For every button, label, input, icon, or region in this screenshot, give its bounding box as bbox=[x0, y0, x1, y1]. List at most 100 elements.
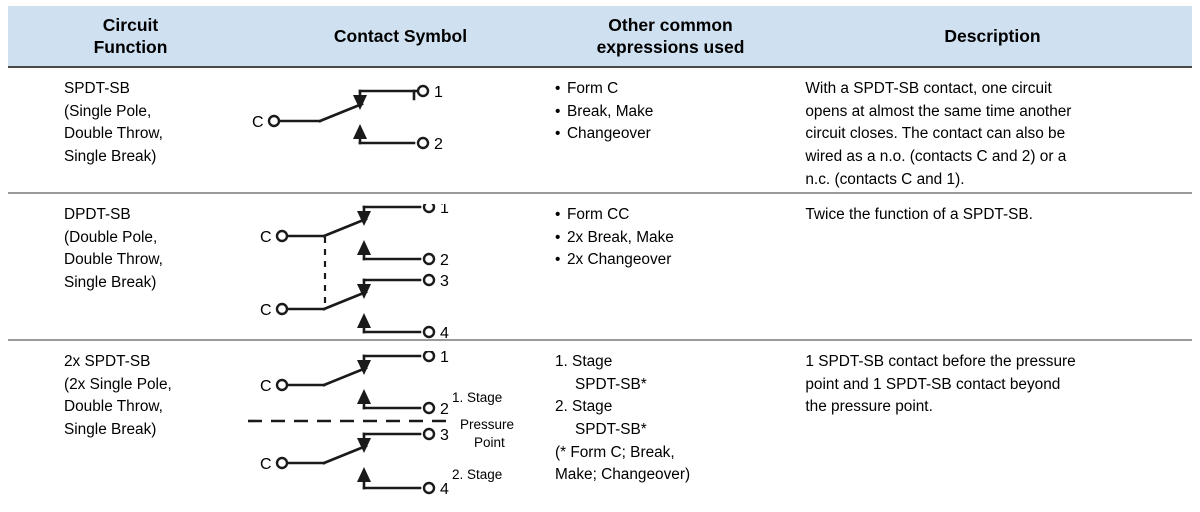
header-line-2: expressions used bbox=[596, 37, 745, 57]
cell-other-expressions: •Form C • Break, Make • Changeover bbox=[543, 68, 793, 192]
expression-item: • 2x Changeover bbox=[555, 249, 793, 272]
description-line: the pressure point. bbox=[805, 398, 933, 416]
function-line: Double Throw, bbox=[64, 251, 163, 269]
expression-label: Break, Make bbox=[566, 102, 654, 120]
terminal-2 bbox=[422, 252, 436, 266]
terminal-label-4: 4 bbox=[440, 325, 449, 339]
header-line-1: Contact Symbol bbox=[333, 25, 468, 46]
bullet-icon: • bbox=[554, 206, 561, 223]
expression-item: • 2x Break, Make bbox=[555, 227, 793, 250]
terminal-2 bbox=[416, 136, 430, 150]
function-line: Single Break) bbox=[64, 273, 157, 291]
expression-item: • Changeover bbox=[555, 123, 793, 146]
table-row: DPDT-SB (Double Pole, Double Throw, Sing… bbox=[8, 194, 1192, 341]
bullet-icon: • bbox=[554, 125, 561, 143]
terminal-label-c: C bbox=[260, 456, 272, 473]
function-line: (2x Single Pole, bbox=[64, 375, 172, 393]
terminal-label-c: C bbox=[260, 378, 272, 395]
expression-item: (* Form C; Break, bbox=[555, 442, 793, 465]
expression-item: • Break, Make bbox=[555, 101, 793, 124]
description-line: 1 SPDT-SB contact before the pressure bbox=[805, 353, 1076, 370]
expression-label: 1. Stage bbox=[554, 353, 613, 370]
terminal-label-1: 1 bbox=[440, 204, 449, 217]
stage-label-2: 2. Stage bbox=[451, 467, 503, 482]
description-line: Twice the function of a SPDT-SB. bbox=[805, 206, 1033, 223]
column-header-contact-symbol: Contact Symbol bbox=[253, 25, 548, 47]
terminal-1 bbox=[416, 84, 430, 98]
expression-label: Changeover bbox=[566, 125, 651, 143]
terminal-label-1: 1 bbox=[440, 351, 449, 366]
cell-circuit-function: SPDT-SB (Single Pole, Double Throw, Sing… bbox=[8, 68, 248, 192]
cell-circuit-function: 2x SPDT-SB (2x Single Pole, Double Throw… bbox=[8, 341, 248, 501]
spdt-sb-diagram: C 1 2 bbox=[252, 84, 443, 153]
function-line: DPDT-SB bbox=[64, 206, 131, 223]
expression-label: Form CC bbox=[566, 206, 630, 223]
terminal-label-4: 4 bbox=[440, 481, 449, 498]
expression-item: 1. Stage bbox=[555, 351, 793, 374]
stage-label-1: 1. Stage bbox=[451, 390, 503, 405]
terminal-3 bbox=[422, 273, 436, 287]
pressure-point-label-line2: Point bbox=[473, 435, 505, 450]
expression-label: 2x Break, Make bbox=[566, 228, 674, 246]
cell-other-expressions: • Form CC • 2x Break, Make • 2x Changeover bbox=[543, 194, 793, 339]
expression-item: SPDT-SB* bbox=[555, 419, 793, 442]
description-line: point and 1 SPDT-SB contact beyond bbox=[805, 375, 1061, 393]
table-header-row: Circuit Function Contact Symbol Other co… bbox=[8, 6, 1192, 68]
function-line: (Double Pole, bbox=[64, 228, 158, 246]
expression-item: Make; Changeover) bbox=[555, 464, 793, 487]
expression-item: 2. Stage bbox=[555, 396, 793, 419]
expression-item: • Form CC bbox=[555, 204, 793, 227]
2x-spdt-sb-diagram: C C 1 2 3 4 bbox=[247, 351, 449, 498]
description-line: With a SPDT-SB contact, one circuit bbox=[805, 80, 1052, 97]
function-line: Single Break) bbox=[64, 420, 157, 438]
header-line-2: Function bbox=[93, 37, 168, 57]
terminal-4 bbox=[422, 481, 436, 495]
column-header-other-expressions: Other common expressions used bbox=[548, 14, 793, 59]
terminal-label-2: 2 bbox=[440, 252, 449, 269]
arrow-down-icon bbox=[356, 360, 371, 375]
terminal-label-c: C bbox=[260, 302, 272, 319]
bullet-icon: • bbox=[554, 80, 561, 97]
arrow-up-icon bbox=[356, 313, 371, 328]
function-line: 2x SPDT-SB bbox=[64, 353, 151, 370]
terminal-1 bbox=[422, 351, 436, 363]
column-header-description: Description bbox=[793, 25, 1192, 47]
description-line: circuit closes. The contact can also be bbox=[805, 125, 1066, 143]
arrow-down-icon bbox=[356, 438, 371, 453]
table-row: SPDT-SB (Single Pole, Double Throw, Sing… bbox=[8, 68, 1192, 194]
header-line-1: Description bbox=[944, 25, 1041, 46]
expression-label: SPDT-SB* bbox=[574, 375, 647, 393]
terminal-label-2: 2 bbox=[434, 136, 443, 153]
cell-circuit-function: DPDT-SB (Double Pole, Double Throw, Sing… bbox=[8, 194, 248, 339]
arrow-up-icon bbox=[356, 467, 371, 482]
function-line: Double Throw, bbox=[64, 125, 163, 143]
terminal-4 bbox=[422, 325, 436, 339]
function-line: (Single Pole, bbox=[64, 102, 152, 120]
function-line: Double Throw, bbox=[64, 398, 163, 416]
bullet-icon: • bbox=[554, 228, 561, 246]
terminal-label-1: 1 bbox=[434, 84, 443, 101]
arrow-up-icon bbox=[352, 124, 367, 139]
terminal-c bbox=[267, 114, 281, 128]
bullet-icon: • bbox=[554, 102, 561, 120]
header-line-1: Other common bbox=[608, 14, 733, 35]
arrow-up-icon bbox=[356, 240, 371, 255]
expression-label: 2x Changeover bbox=[566, 251, 672, 269]
terminal-2 bbox=[422, 401, 436, 415]
cell-description: With a SPDT-SB contact, one circuit open… bbox=[793, 68, 1192, 192]
arrow-down-icon bbox=[356, 284, 371, 299]
terminal-label-3: 3 bbox=[440, 427, 449, 444]
cell-other-expressions: 1. Stage SPDT-SB* 2. Stage SPDT-SB* (* F… bbox=[543, 341, 793, 501]
expression-label: Make; Changeover) bbox=[554, 466, 691, 484]
expression-item: •Form C bbox=[555, 78, 793, 101]
cell-description: Twice the function of a SPDT-SB. bbox=[793, 194, 1192, 339]
terminal-c-2 bbox=[275, 456, 289, 470]
bullet-icon: • bbox=[554, 251, 561, 269]
description-line: n.c. (contacts C and 1). bbox=[805, 170, 965, 188]
description-line: wired as a n.o. (contacts C and 2) or a bbox=[805, 147, 1067, 165]
table-row: 2x SPDT-SB (2x Single Pole, Double Throw… bbox=[8, 341, 1192, 501]
expression-label: 2. Stage bbox=[554, 398, 613, 416]
expression-label: (* Form C; Break, bbox=[554, 443, 675, 461]
arrow-down-icon bbox=[356, 211, 371, 226]
terminal-label-3: 3 bbox=[440, 273, 449, 290]
